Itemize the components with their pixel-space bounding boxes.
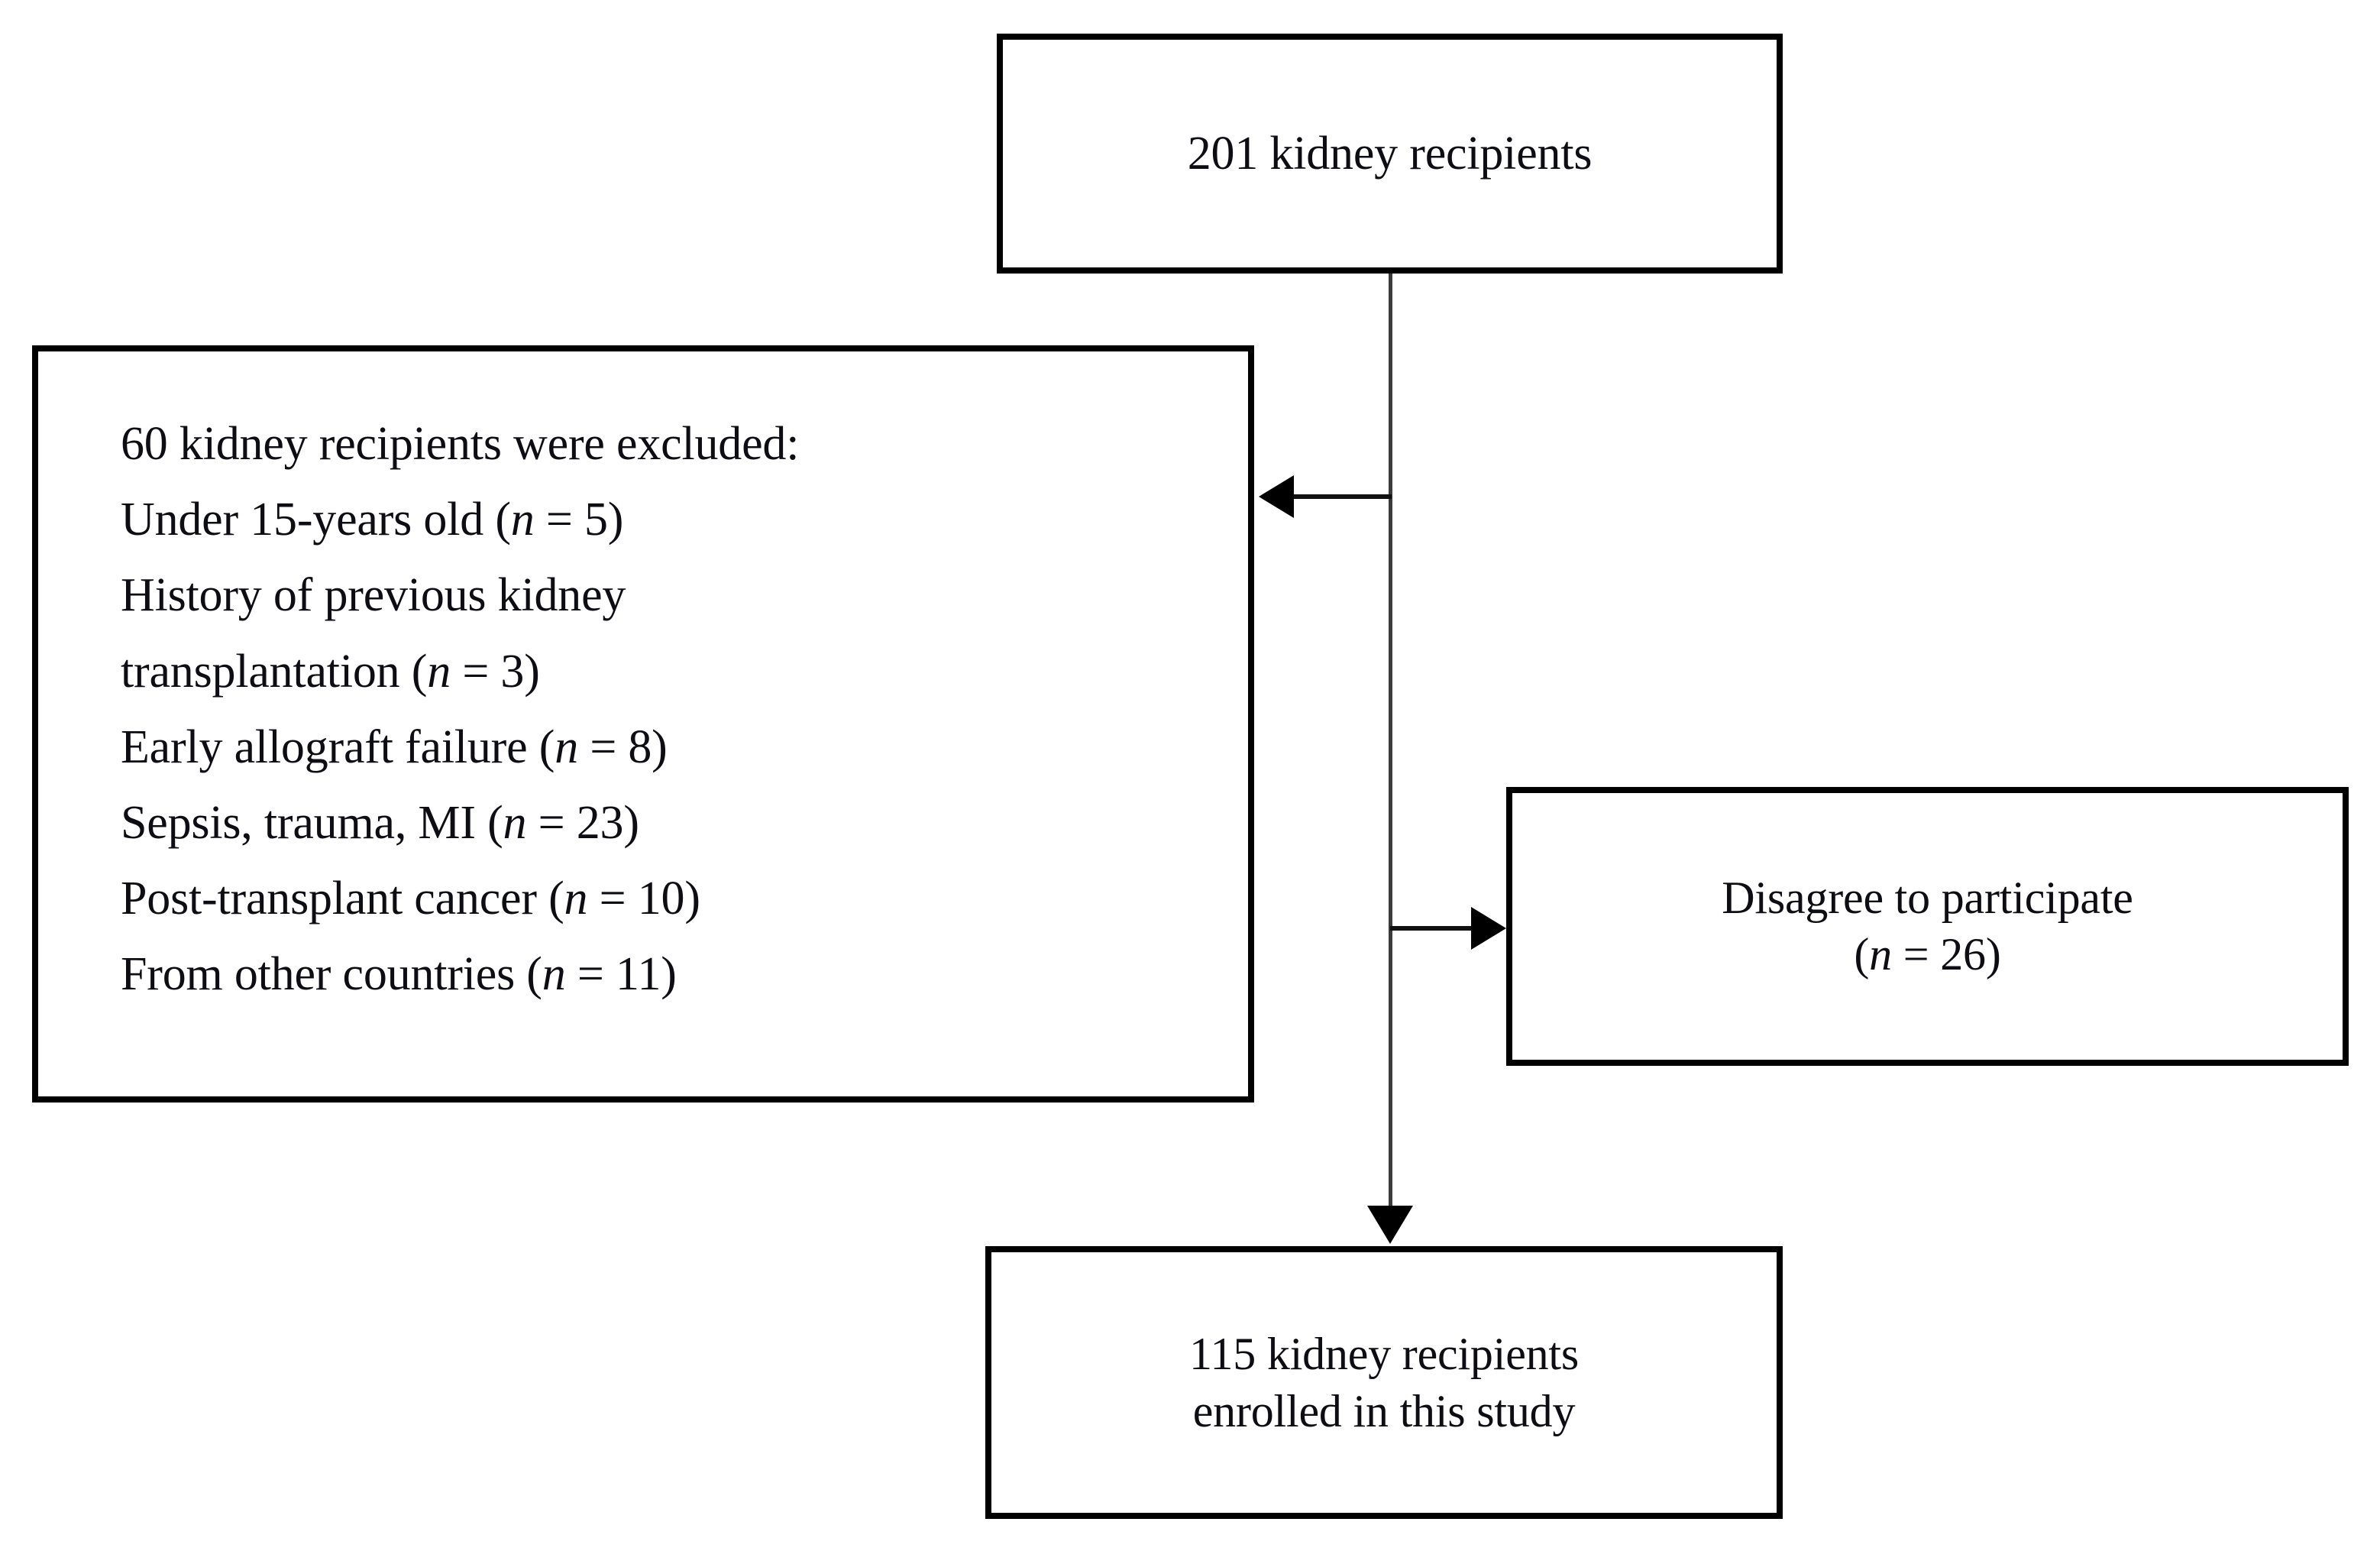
excluded-line-history-text: History of previous kidney [121, 569, 626, 622]
box-total-recipients: 201 kidney recipients [997, 34, 1783, 274]
excluded-line-allograft-failure-tail: = 8) [578, 720, 668, 773]
excluded-line-allograft-failure-n: n [555, 720, 579, 773]
excluded-line-other-countries-n: n [542, 948, 566, 1001]
excluded-line-sepsis-trauma-mi-tail: = 23) [526, 796, 639, 849]
excluded-line-header: 60 kidney recipients were excluded: [121, 406, 799, 482]
excluded-line-transplantation-tail: = 3) [451, 645, 540, 698]
box-enrolled-recipients: 115 kidney recipients enrolled in this s… [985, 1246, 1783, 1519]
trunk-connector-line [1389, 274, 1392, 1209]
excluded-line-other-countries-text: From other countries ( [121, 948, 542, 1001]
excluded-line-under-15: Under 15-years old (n = 5) [121, 482, 623, 558]
disagree-count: (n = 26) [1854, 927, 2000, 983]
excluded-line-allograft-failure-text: Early allograft failure ( [121, 720, 555, 773]
disagree-count-n: n [1869, 928, 1892, 979]
total-recipients-label: 201 kidney recipients [1187, 127, 1593, 180]
excluded-line-history: History of previous kidney [121, 558, 626, 633]
excluded-line-transplantation: transplantation (n = 3) [121, 634, 540, 710]
arrowhead-down-icon [1367, 1206, 1413, 1244]
excluded-line-sepsis-trauma-mi-text: Sepsis, trauma, MI ( [121, 796, 503, 849]
arrowhead-right-icon [1471, 907, 1506, 950]
excluded-line-under-15-tail: = 5) [534, 494, 624, 546]
box-disagree-to-participate: Disagree to participate (n = 26) [1506, 787, 2349, 1066]
excluded-line-transplantation-text: transplantation ( [121, 645, 428, 698]
enrolled-label-line2: enrolled in this study [1192, 1385, 1576, 1436]
excluded-line-post-transplant-cancer: Post-transplant cancer (n = 10) [121, 861, 700, 937]
excluded-line-under-15-n: n [510, 494, 535, 546]
excluded-line-post-transplant-cancer-text: Post-transplant cancer ( [121, 873, 564, 925]
excluded-line-other-countries: From other countries (n = 11) [121, 937, 677, 1012]
box-excluded-recipients: 60 kidney recipients were excluded: Unde… [32, 345, 1254, 1103]
excluded-line-transplantation-n: n [427, 645, 451, 698]
excluded-line-under-15-text: Under 15-years old ( [121, 494, 511, 546]
excluded-line-sepsis-trauma-mi-n: n [503, 796, 527, 849]
excluded-line-other-countries-tail: = 11) [565, 948, 677, 1001]
excluded-line-sepsis-trauma-mi: Sepsis, trauma, MI (n = 23) [121, 785, 639, 861]
disagree-count-open: ( [1854, 928, 1870, 979]
excluded-line-allograft-failure: Early allograft failure (n = 8) [121, 710, 668, 785]
excluded-line-post-transplant-cancer-n: n [564, 873, 588, 925]
connector-to-excluded-box [1268, 494, 1392, 499]
disagree-count-tail: = 26) [1891, 928, 2001, 979]
enrolled-label-line1: 115 kidney recipients [1188, 1329, 1580, 1380]
excluded-line-post-transplant-cancer-tail: = 10) [587, 873, 700, 925]
connector-to-disagree-box [1390, 926, 1474, 931]
excluded-line-header-text: 60 kidney recipients were excluded: [121, 418, 800, 470]
disagree-label: Disagree to participate [1722, 873, 2133, 924]
arrowhead-left-icon [1259, 475, 1294, 518]
